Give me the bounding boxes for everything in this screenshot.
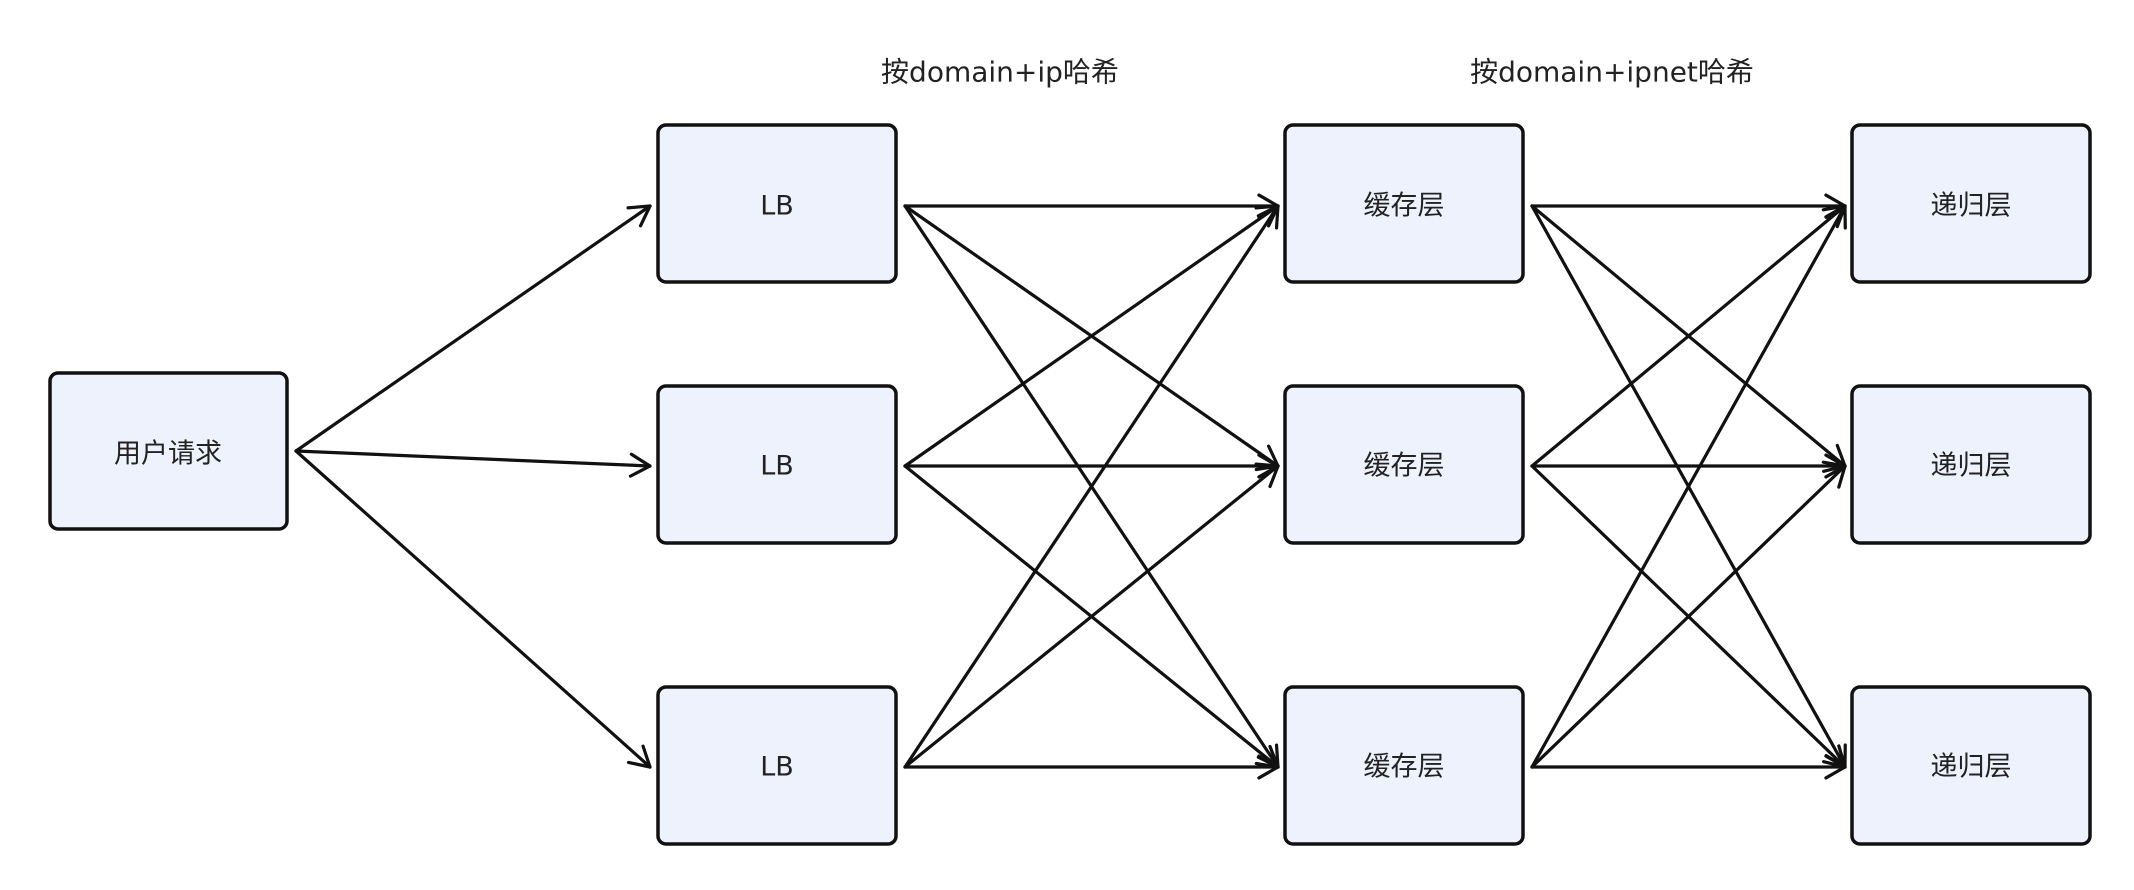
node-recursive-3-label: 递归层 [1931,752,2012,783]
edge-lb-2-to-cache-1 [903,204,1280,468]
edge-lb-3-to-cache-1 [903,204,1280,769]
node-cache-2-label: 缓存层 [1364,451,1445,482]
node-recursive-1: 递归层 [1850,123,2092,284]
edge-cache-3-to-recursive-1 [1530,204,1847,769]
node-recursive-2: 递归层 [1850,384,2092,545]
edge-cache-2-to-recursive-1 [1530,204,1847,468]
edge-user-to-lb-2-arrowhead [628,452,652,478]
node-user-request: 用户请求 [48,371,289,531]
node-lb-3-label: LB [760,752,794,783]
edge-cache-3-to-recursive-2-arrowhead [1822,464,1847,489]
edge-user-to-lb-3-arrowhead [626,744,652,769]
edge-user-to-lb-3 [294,449,652,769]
node-lb-2-label: LB [760,451,794,482]
edge-lb-3-to-cache-2 [903,464,1280,769]
edge-user-to-lb-1-arrowhead [626,204,652,228]
caption-cache-to-recursive: 按domain+ipnet哈希 [1470,56,1754,89]
node-user-request-label: 用户请求 [114,439,222,470]
edge-lb-3-to-cache-3-arrowhead [1257,754,1280,780]
node-cache-2: 缓存层 [1283,384,1525,545]
node-lb-3: LB [656,685,898,846]
node-cache-3: 缓存层 [1283,685,1525,846]
edge-lb-3-to-cache-2-arrowhead [1254,464,1280,489]
node-lb-1-label: LB [760,191,794,222]
edge-cache-3-to-recursive-3-arrowhead [1824,754,1847,780]
edge-cache-3-to-recursive-2 [1530,464,1847,769]
node-recursive-1-label: 递归层 [1931,191,2012,222]
node-lb-2: LB [656,384,898,545]
edge-lb-3-to-cache-1-arrowhead [1256,204,1280,230]
node-recursive-3: 递归层 [1850,685,2092,846]
node-cache-1: 缓存层 [1283,123,1525,284]
node-lb-1: LB [656,123,898,284]
node-cache-3-label: 缓存层 [1364,752,1445,783]
node-cache-1-label: 缓存层 [1364,191,1445,222]
caption-lb-to-cache: 按domain+ip哈希 [881,56,1119,89]
edges-layer [294,193,1847,780]
edge-cache-3-to-recursive-1-arrowhead [1824,204,1847,230]
edge-user-to-lb-1 [294,204,652,453]
node-recursive-2-label: 递归层 [1931,451,2012,482]
edge-user-to-lb-2 [294,449,652,468]
